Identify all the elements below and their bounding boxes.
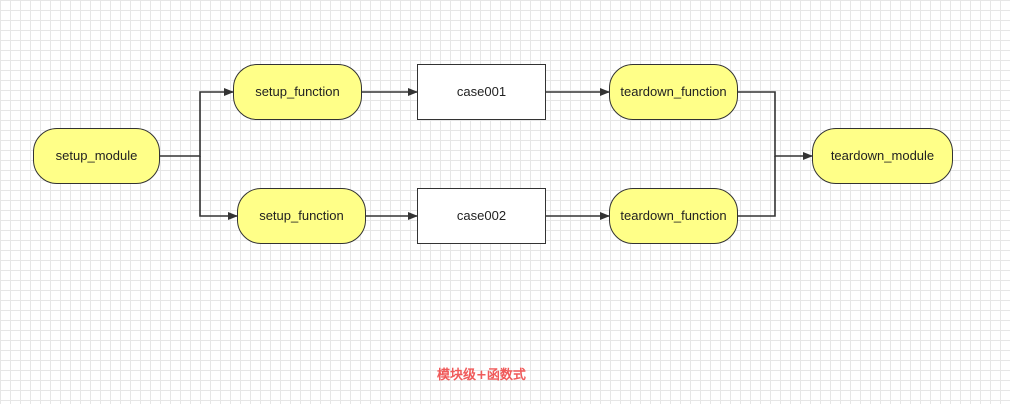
node-case002: case002 — [417, 188, 546, 244]
node-setup-function-1: setup_function — [233, 64, 362, 120]
diagram-caption: 模块级+函数式 — [437, 368, 526, 383]
node-setup-module: setup_module — [33, 128, 160, 184]
node-teardown-module: teardown_module — [812, 128, 953, 184]
edge-setup-module-to-setup-function-1 — [160, 88, 234, 157]
node-teardown-function-1: teardown_function — [609, 64, 738, 120]
edge-teardown-function-1-to-teardown-module — [738, 91, 813, 160]
node-teardown-function-2-label: teardown_function — [620, 208, 727, 223]
node-setup-module-label: setup_module — [55, 148, 138, 163]
node-case002-label: case002 — [456, 208, 507, 223]
node-teardown-module-label: teardown_module — [830, 148, 935, 163]
node-case001: case001 — [417, 64, 546, 120]
node-teardown-function-1-label: teardown_function — [620, 84, 727, 99]
node-setup-function-1-label: setup_function — [255, 84, 340, 99]
node-case001-label: case001 — [456, 84, 507, 99]
node-setup-function-2: setup_function — [237, 188, 366, 244]
node-setup-function-2-label: setup_function — [259, 208, 344, 223]
edge-setup-module-to-setup-function-2 — [199, 156, 238, 220]
node-teardown-function-2: teardown_function — [609, 188, 738, 244]
edge-teardown-function-2-to-teardown-module — [738, 156, 776, 217]
